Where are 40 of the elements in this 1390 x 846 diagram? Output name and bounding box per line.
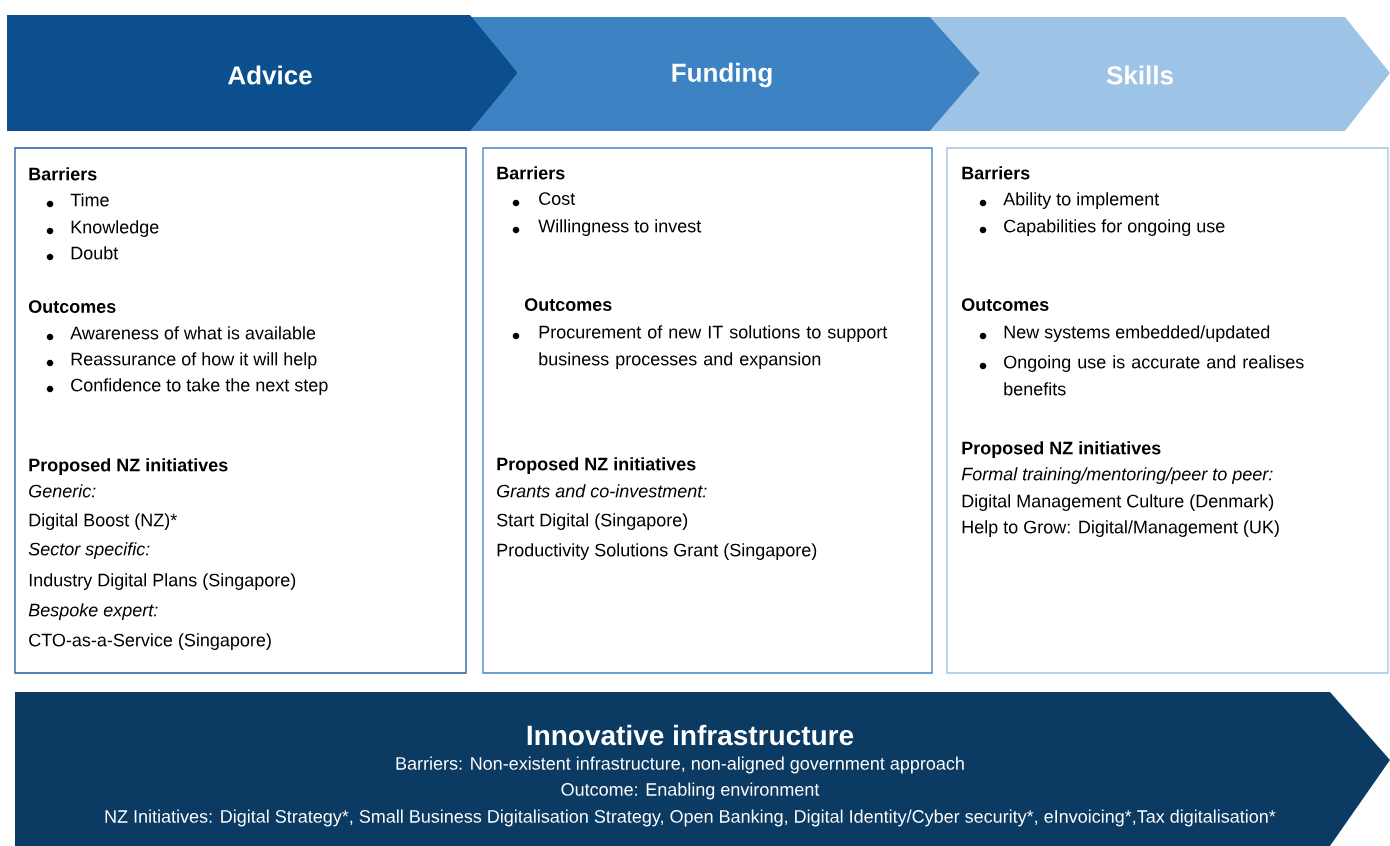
section-heading: Outcomes [524,298,612,311]
bullet-item: Doubt [46,246,119,261]
section-heading: Barriers [29,167,97,181]
initiative-name: Productivity Solutions Grant (Singapore) [497,543,817,560]
initiative-name: Digital Boost (NZ)* [29,513,177,530]
bullet-item: Capabilities for ongoing use [979,219,1225,236]
bullet-item: Reassurance of how it will help [46,352,317,369]
bullet-item: Time [46,193,109,208]
category-label: Generic: [29,484,96,498]
bullet-item: New systems embedded/updated [979,325,1270,342]
bullet-item: Ability to implement [979,192,1160,209]
section-heading: Outcomes [961,298,1049,311]
bullet-item: Cost [512,192,576,207]
bullet-item: Knowledge [46,220,159,237]
initiative-name: Start Digital (Singapore) [497,513,688,530]
banner-text: Barriers: Non-existent infrastructure, non-aligned government approach [396,756,964,774]
section-heading: Proposed NZ initiatives [962,441,1161,458]
initiative-name: Digital Management Culture (Denmark) [962,494,1274,511]
bullet-item: Willingness to invest [512,219,702,236]
bullet-item: Ongoing use is accurate and realises benefits [979,355,1304,396]
section-heading: Proposed NZ initiatives [29,458,228,475]
category-label: Grants and co-investment: [497,484,707,498]
banner-title: Innovative infrastructure [527,724,854,746]
bullet-item: Confidence to take the next step [46,378,328,395]
section-heading: Barriers [962,166,1030,180]
chevron-banner: Advice [7,15,518,131]
section-heading: Barriers [497,166,565,180]
bullet-item: Awareness of what is available [46,326,316,341]
category-label: Sector specific: [28,542,150,559]
section-heading: Proposed NZ initiatives [497,457,696,474]
initiative-name: Industry Digital Plans (Singapore) [29,573,296,590]
initiative-name: CTO-as-a-Service (Singapore) [29,633,271,650]
category-label: Formal training/mentoring/peer to peer: [961,467,1273,484]
bullet-item: Procurement of new IT solutions to support business processes and expansion [512,325,888,369]
banner-text: Outcome: Enabling environment [561,782,820,800]
chevron-banner: Skills [930,17,1390,131]
banner-text: NZ Initiatives: Digital Strategy*, Small Business Digitalisation Strategy, Open Banking, Digital Identity/Cyber security*, eInvoicing*,Tax digitalisation* [105,809,1276,827]
initiative-name: Help to Grow: Digital/Management (UK) [962,520,1279,537]
category-label: Bespoke expert: [28,603,158,620]
section-heading: Outcomes [28,300,116,313]
